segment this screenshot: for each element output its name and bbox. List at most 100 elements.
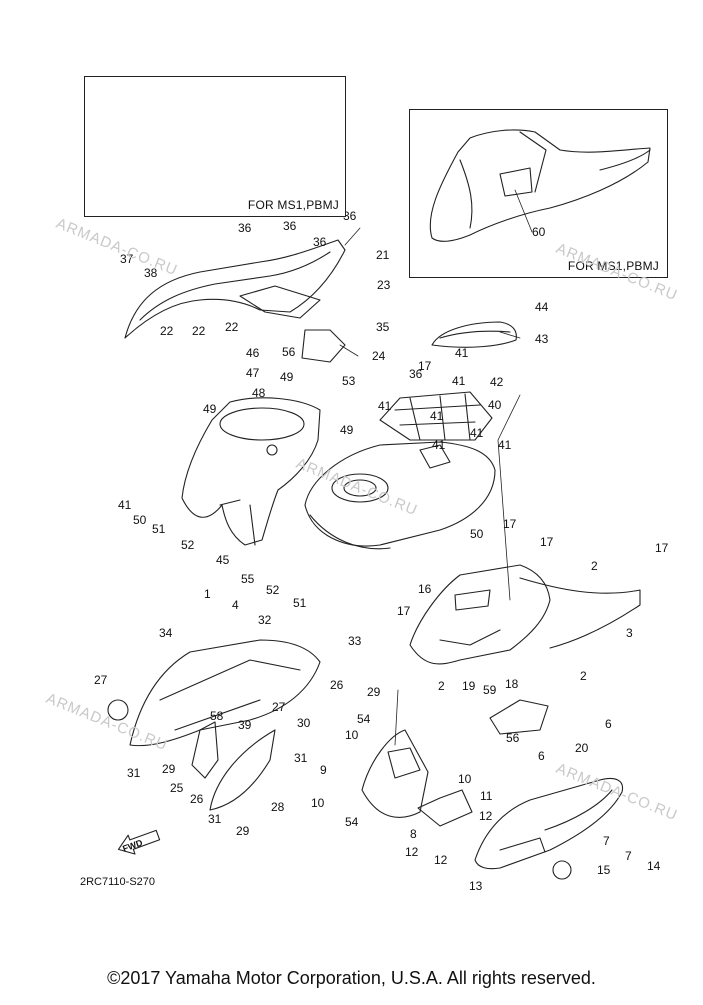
part-callout-53: 53 xyxy=(342,374,356,388)
lower-cowl-part xyxy=(474,777,624,880)
part-callout-17: 17 xyxy=(397,604,411,618)
front-side-cowl-part xyxy=(409,564,641,665)
callout-numbers: 6160363636362137382222222335562444434647… xyxy=(0,0,669,893)
part-callout-49: 49 xyxy=(280,370,294,384)
part-callout-57: 57 xyxy=(0,0,14,3)
part-callout-2: 2 xyxy=(438,679,445,693)
part-callout-26: 26 xyxy=(190,792,204,806)
part-callout-47: 47 xyxy=(246,366,260,380)
side-bracket-part xyxy=(191,721,276,811)
part-callout-52: 52 xyxy=(266,583,280,597)
part-callout-14: 14 xyxy=(647,859,661,873)
part-callout-41: 41 xyxy=(118,498,132,512)
part-callout-36: 36 xyxy=(343,209,357,223)
part-callout-31: 31 xyxy=(127,766,141,780)
part-callout-15: 15 xyxy=(597,863,611,877)
upper-side-cover-part xyxy=(124,239,346,363)
part-callout-6: 6 xyxy=(538,749,545,763)
part-callout-49: 49 xyxy=(203,402,217,416)
part-callout-10: 10 xyxy=(458,772,472,786)
part-callout-17: 17 xyxy=(540,535,554,549)
part-callout-58: 58 xyxy=(210,709,224,723)
part-callout-38: 38 xyxy=(144,266,158,280)
part-callout-2: 2 xyxy=(580,669,587,683)
part-callout-23: 23 xyxy=(377,278,391,292)
part-callout-30: 30 xyxy=(297,716,311,730)
part-callout-22: 22 xyxy=(225,320,239,334)
part-callout-27: 27 xyxy=(272,700,286,714)
part-callout-24: 24 xyxy=(372,349,386,363)
part-callout-45: 45 xyxy=(216,553,230,567)
part-callout-8: 8 xyxy=(410,827,417,841)
forward-arrow-icon xyxy=(117,829,161,855)
part-callout-56: 56 xyxy=(506,731,520,745)
part-callout-12: 12 xyxy=(479,809,493,823)
part-callout-34: 34 xyxy=(159,626,173,640)
part-callout-41: 41 xyxy=(452,374,466,388)
part-callout-17: 17 xyxy=(503,517,517,531)
part-callout-22: 22 xyxy=(192,324,206,338)
diagram-code: 2RC7110-S270 xyxy=(80,876,156,888)
part-callout-22: 22 xyxy=(160,324,174,338)
part-callout-41: 41 xyxy=(378,399,392,413)
part-callout-19: 19 xyxy=(462,679,476,693)
part-callout-28: 28 xyxy=(271,800,285,814)
part-callout-2: 2 xyxy=(591,559,598,573)
part-callout-17: 17 xyxy=(418,359,432,373)
part-callout-9: 9 xyxy=(320,763,327,777)
part-callout-50: 50 xyxy=(470,527,484,541)
part-callout-46: 46 xyxy=(246,346,260,360)
part-callout-10: 10 xyxy=(311,796,325,810)
part-callout-55: 55 xyxy=(241,572,255,586)
part-callout-41: 41 xyxy=(430,409,444,423)
part-callout-54: 54 xyxy=(357,712,371,726)
inset-frame-right: FOR MS1,PBMJ xyxy=(409,109,668,278)
part-callout-6: 6 xyxy=(605,717,612,731)
tank-side-panel-part xyxy=(181,397,321,546)
part-callout-7: 7 xyxy=(625,849,632,863)
part-callout-16: 16 xyxy=(418,582,432,596)
part-callout-48: 48 xyxy=(252,386,266,400)
part-callout-51: 51 xyxy=(152,522,166,536)
leader-lines xyxy=(144,94,533,746)
part-callout-26: 26 xyxy=(330,678,344,692)
part-callout-59: 59 xyxy=(483,683,497,697)
part-callout-52: 52 xyxy=(181,538,195,552)
part-callout-10: 10 xyxy=(345,728,359,742)
part-callout-5: 5 xyxy=(0,0,7,3)
part-callout-4: 4 xyxy=(232,598,239,612)
fuel-tank-part xyxy=(304,441,496,550)
inset-frame-left: FOR MS1,PBMJ xyxy=(84,76,346,217)
part-callout-36: 36 xyxy=(283,219,297,233)
part-callout-49: 49 xyxy=(340,423,354,437)
part-callout-32: 32 xyxy=(258,613,272,627)
part-callout-29: 29 xyxy=(367,685,381,699)
inset-label-left: FOR MS1,PBMJ xyxy=(247,198,339,212)
inner-panel-part xyxy=(489,699,549,735)
part-callout-44: 44 xyxy=(535,300,549,314)
part-callout-36: 36 xyxy=(409,367,423,381)
part-callout-60: 60 xyxy=(532,225,546,239)
part-callout-37: 37 xyxy=(120,252,134,266)
part-callout-36: 36 xyxy=(238,221,252,235)
part-callout-39: 39 xyxy=(238,718,252,732)
mid-bracket-part xyxy=(361,729,473,827)
frame-cover-part xyxy=(107,639,321,747)
part-callout-17: 17 xyxy=(655,541,669,555)
part-callout-3: 3 xyxy=(626,626,633,640)
part-callout-29: 29 xyxy=(236,824,250,838)
part-callout-41: 41 xyxy=(455,346,469,360)
part-callout-27: 27 xyxy=(94,673,108,687)
part-callout-31: 31 xyxy=(208,812,222,826)
part-callout-40: 40 xyxy=(488,398,502,412)
part-callout-18: 18 xyxy=(505,677,519,691)
copyright-notice: ©2017 Yamaha Motor Corporation, U.S.A. A… xyxy=(107,968,596,988)
part-callout-36: 36 xyxy=(313,235,327,249)
part-callout-35: 35 xyxy=(376,320,390,334)
inset-label-right: FOR MS1,PBMJ xyxy=(567,259,659,273)
part-callout-25: 25 xyxy=(170,781,184,795)
part-callout-51: 51 xyxy=(293,596,307,610)
part-callout-56: 56 xyxy=(282,345,296,359)
